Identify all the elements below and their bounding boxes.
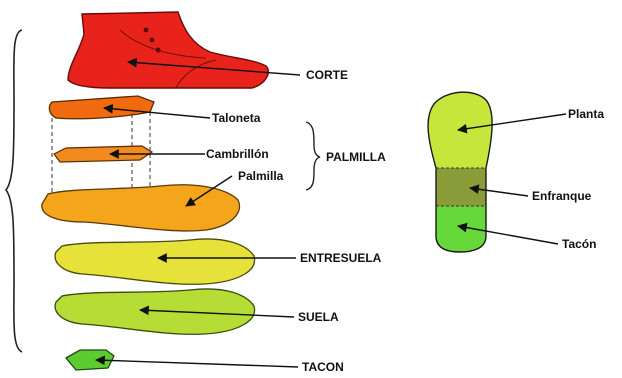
curly-brace-icon — [6, 30, 22, 352]
label-cambrillon: Cambrillón — [206, 147, 269, 161]
suela-piece — [55, 289, 254, 334]
palmilla-piece — [42, 185, 240, 231]
taloneta-piece — [49, 96, 154, 119]
boot-icon — [68, 12, 268, 88]
label-suela: SUELA — [298, 310, 339, 324]
label-taloneta: Taloneta — [212, 111, 261, 125]
label-tacon-part: TACON — [302, 360, 344, 374]
label-entresuela: ENTRESUELA — [300, 251, 382, 265]
label-palmilla: Palmilla — [238, 169, 284, 183]
entresuela-piece — [55, 239, 254, 284]
sole-top-view — [428, 92, 492, 252]
palmilla-bracket-icon — [306, 122, 320, 190]
label-enfranque: Enfranque — [532, 189, 592, 203]
label-palmilla-group: PALMILLA — [326, 150, 386, 164]
label-tacon-zone: Tacón — [562, 237, 596, 251]
label-planta: Planta — [568, 107, 604, 121]
label-corte: CORTE — [306, 68, 348, 82]
